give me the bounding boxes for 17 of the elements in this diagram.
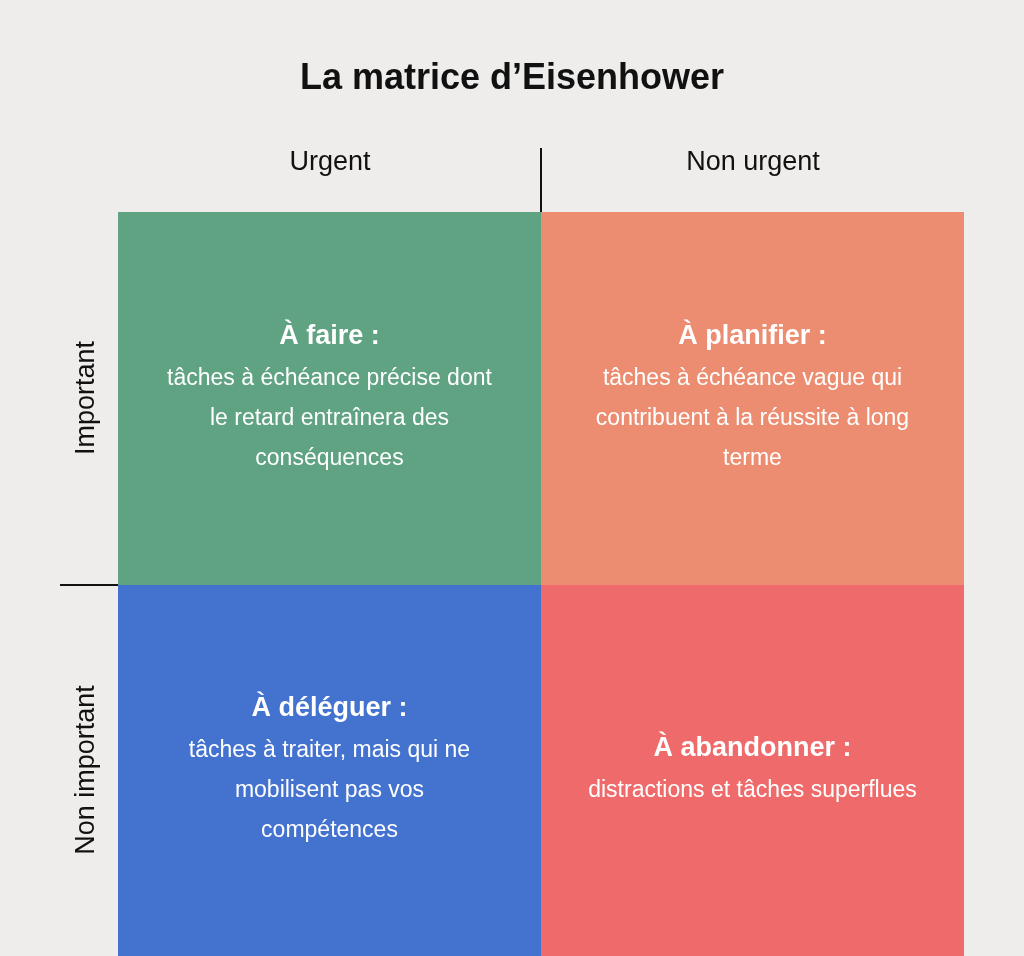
quadrant-box (118, 585, 541, 956)
quadrant-box (541, 585, 964, 956)
quadrant-box (118, 212, 541, 585)
quadrant-description: distractions et tâches superflues (588, 775, 917, 804)
row-header: Important (69, 339, 101, 458)
quadrant-description: tâches à échéance vague qui contribuent à la réussite à long terme (594, 363, 911, 472)
row-header: Non important (69, 684, 101, 857)
quadrant-description: tâches à échéance précise dont le retard entraînera des conséquences (166, 363, 493, 472)
title: La matrice d’Eisenhower (298, 56, 726, 98)
quadrant-heading: À faire : (279, 320, 380, 351)
quadrant-description: tâches à traiter, mais qui ne mobilisent pas vos compétences (187, 735, 472, 844)
column-header: Urgent (288, 146, 372, 177)
quadrant-heading: À planifier : (678, 320, 827, 351)
column-header: Non urgent (685, 146, 821, 177)
quadrant-heading: À abandonner : (653, 732, 852, 763)
quadrant-box (541, 212, 964, 585)
quadrant-heading: À déléguer : (251, 692, 408, 723)
